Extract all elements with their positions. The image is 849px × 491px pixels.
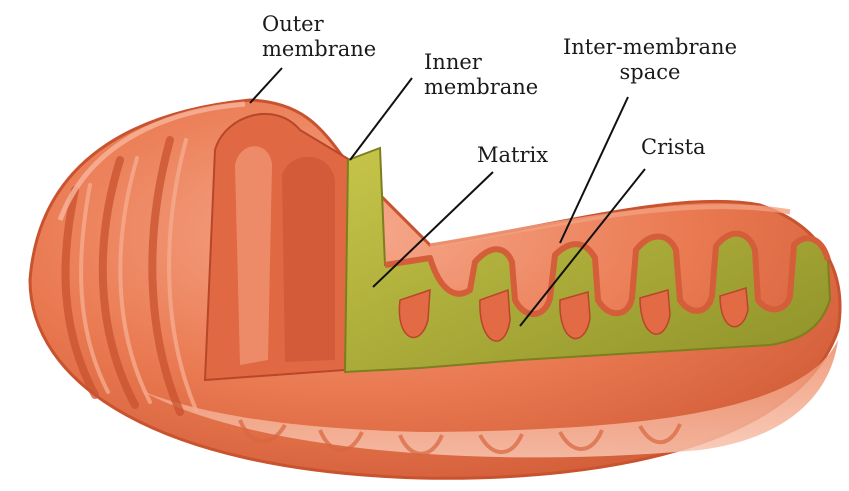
label-inner-membrane: Inner membrane xyxy=(424,50,538,100)
label-intermembrane-space-line1: Inter-membrane xyxy=(544,35,756,60)
inner-membrane-shadow xyxy=(282,157,335,362)
label-outer-membrane-line2: membrane xyxy=(262,37,376,62)
label-crista: Crista xyxy=(641,135,706,160)
leader-outer-membrane xyxy=(250,68,282,103)
label-outer-membrane: Outer membrane xyxy=(262,12,376,62)
label-intermembrane-space: Inter-membrane space xyxy=(544,35,756,85)
label-intermembrane-space-line2: space xyxy=(544,60,756,85)
label-inner-membrane-line1: Inner xyxy=(424,50,538,75)
label-outer-membrane-line1: Outer xyxy=(262,12,376,37)
label-inner-membrane-line2: membrane xyxy=(424,75,538,100)
inner-membrane-fold xyxy=(235,146,272,365)
leader-inner-membrane xyxy=(350,78,412,160)
label-matrix: Matrix xyxy=(477,143,548,168)
